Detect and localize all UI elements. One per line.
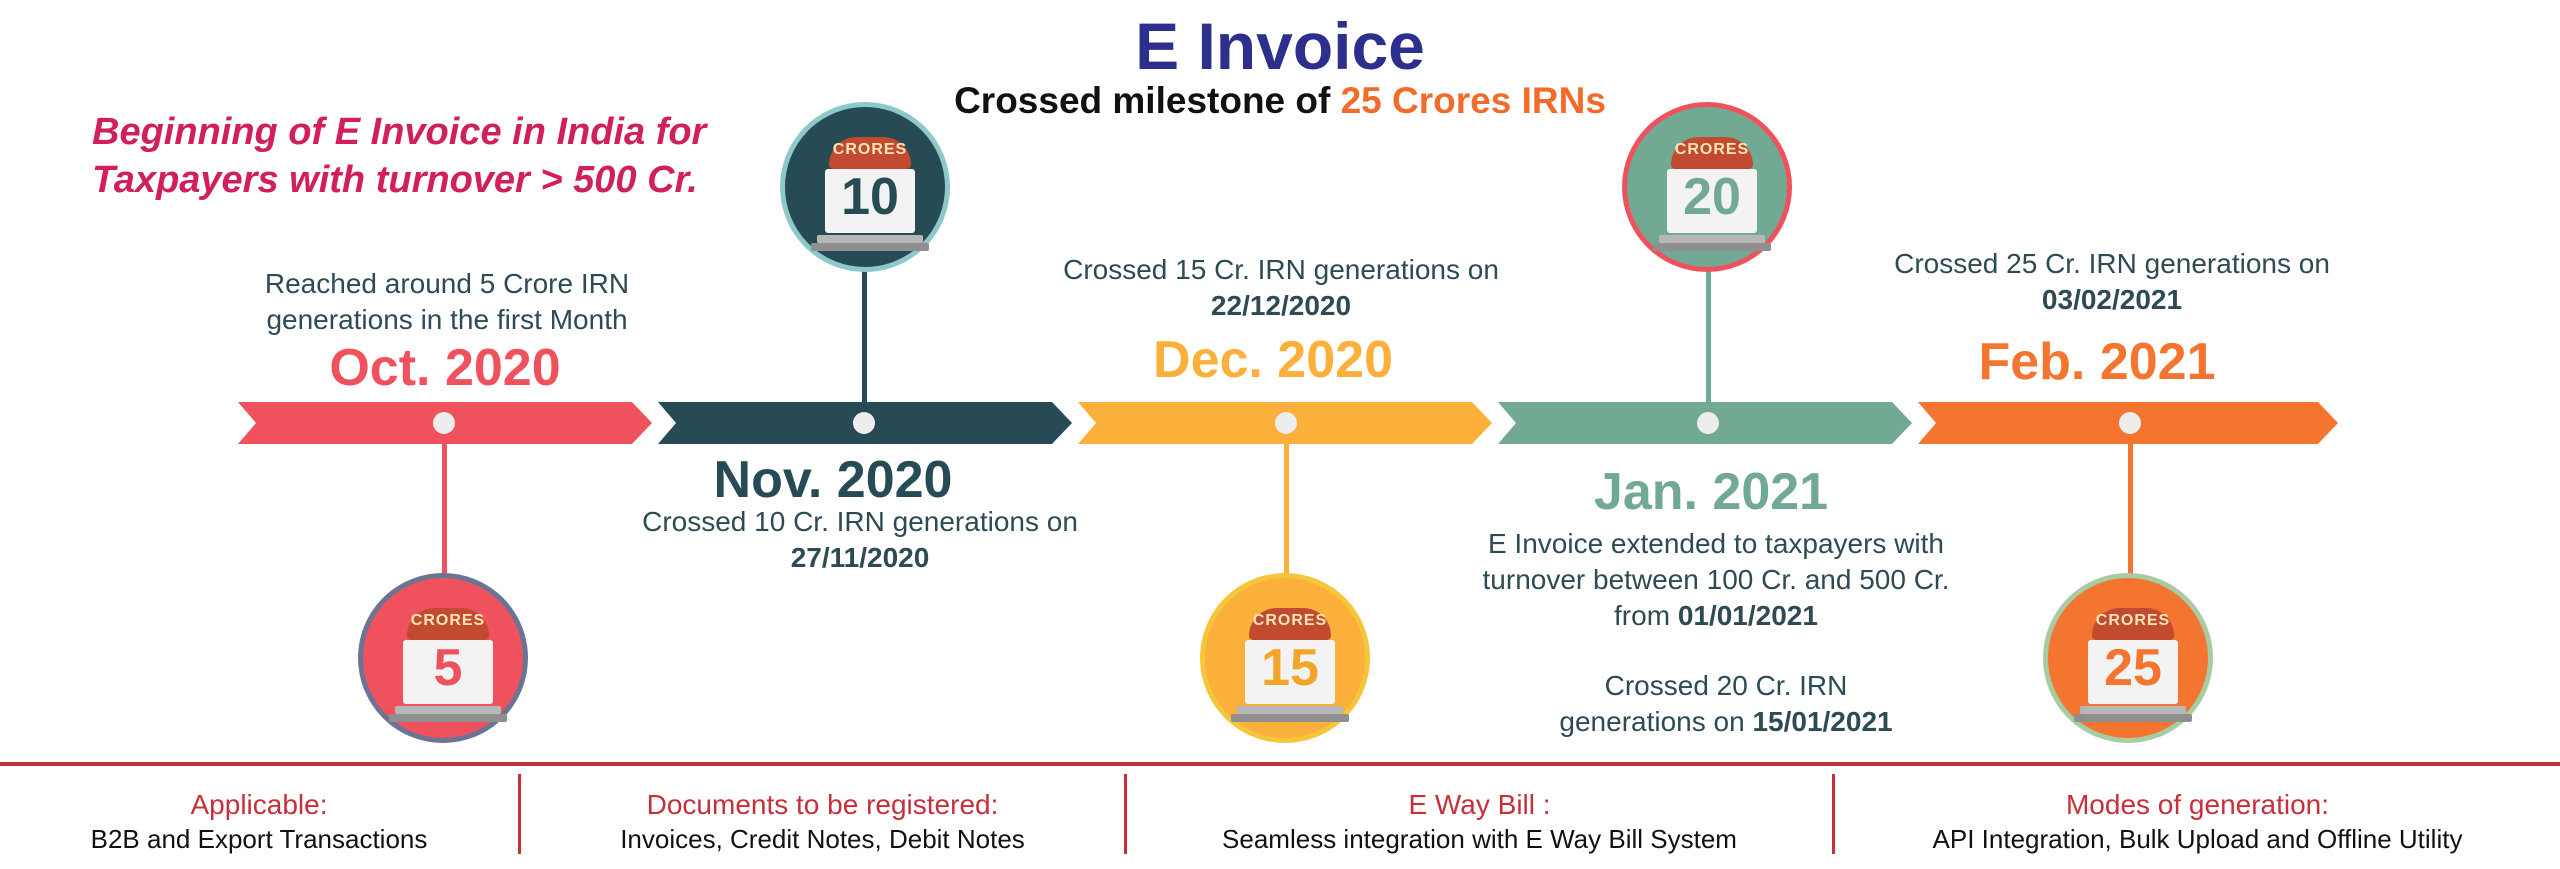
timeline-dot-oct: [433, 412, 455, 434]
connector-feb: [2128, 423, 2133, 575]
milestone-oct-description: Reached around 5 Crore IRN generations i…: [197, 266, 697, 338]
milestone-feb-desc-line1: Crossed 25 Cr. IRN generations on: [1894, 248, 2330, 279]
timeline-dot-dec: [1275, 412, 1297, 434]
milestone-jan-extra: Crossed 20 Cr. IRN generations on 15/01/…: [1456, 668, 1996, 740]
calendar-icon-20: CRORES 20: [1622, 102, 1792, 272]
crores-count: 15: [1261, 639, 1319, 697]
milestone-jan-desc-line3: from 01/01/2021: [1614, 600, 1818, 631]
milestone-nov-date: 27/11/2020: [790, 542, 930, 573]
milestone-feb-month: Feb. 2021: [1978, 333, 2216, 391]
footer-eway-bill: E Way Bill : Seamless integration with E…: [1127, 788, 1832, 856]
crores-count: 25: [2104, 639, 2162, 697]
page-title: E Invoice: [1135, 9, 1425, 83]
timeline-dot-feb: [2119, 412, 2141, 434]
subtitle-highlight: 25 Crores IRNs: [1340, 80, 1606, 121]
crores-count: 20: [1683, 168, 1741, 226]
footer-text: Invoices, Credit Notes, Debit Notes: [620, 824, 1025, 854]
page-subtitle: Crossed milestone of 25 Crores IRNs: [0, 80, 2560, 122]
calendar-icon-5: CRORES 5: [358, 573, 528, 743]
milestone-oct-desc-line1: Reached around 5 Crore IRN: [264, 268, 630, 299]
milestone-nov-description: Crossed 10 Cr. IRN generations on 27/11/…: [590, 504, 1130, 576]
intro-text: Beginning of E Invoice in India for Taxp…: [92, 108, 812, 204]
footer-separator: [518, 774, 521, 854]
footer-divider: [0, 762, 2560, 766]
milestone-feb-description: Crossed 25 Cr. IRN generations on 03/02/…: [1842, 246, 2382, 318]
timeline-dot-jan: [1697, 412, 1719, 434]
milestone-oct-desc-line2: generations in the first Month: [266, 304, 628, 335]
footer-heading: Documents to be registered:: [646, 789, 999, 820]
milestone-dec-date: 22/12/2020: [1210, 290, 1352, 321]
milestone-dec-description: Crossed 15 Cr. IRN generations on 22/12/…: [1011, 252, 1551, 324]
footer-text: Seamless integration with E Way Bill Sys…: [1222, 824, 1737, 854]
milestone-feb-date: 03/02/2021: [2041, 284, 2183, 315]
connector-nov: [862, 270, 867, 423]
subtitle-prefix: Crossed milestone of: [954, 80, 1341, 121]
footer-text: B2B and Export Transactions: [90, 824, 428, 854]
milestone-jan-extra-line2: generations on 15/01/2021: [1559, 706, 1893, 737]
footer-text: API Integration, Bulk Upload and Offline…: [1932, 824, 2463, 854]
footer-heading: E Way Bill :: [1408, 789, 1551, 820]
crores-badge-label: CRORES: [832, 141, 908, 158]
crores-badge-label: CRORES: [1252, 612, 1328, 629]
footer-heading: Applicable:: [190, 789, 328, 820]
milestone-dec-desc-line1: Crossed 15 Cr. IRN generations on: [1063, 254, 1499, 285]
milestone-dec-month: Dec. 2020: [1153, 331, 1393, 389]
milestone-nov-desc-line1: Crossed 10 Cr. IRN generations on: [642, 506, 1078, 537]
calendar-icon-15: CRORES 15: [1200, 573, 1370, 743]
crores-badge-label: CRORES: [410, 612, 486, 629]
milestone-jan-month: Jan. 2021: [1593, 463, 1829, 521]
footer-separator: [1832, 774, 1835, 854]
footer-modes: Modes of generation: API Integration, Bu…: [1835, 788, 2560, 856]
footer-separator: [1124, 774, 1127, 854]
crores-badge-label: CRORES: [2095, 612, 2171, 629]
intro-line-1: Beginning of E Invoice in India for: [92, 111, 707, 153]
connector-oct: [442, 423, 447, 575]
connector-dec: [1284, 423, 1289, 575]
connector-jan: [1706, 270, 1711, 423]
footer-documents: Documents to be registered: Invoices, Cr…: [521, 788, 1124, 856]
milestone-jan-desc-line1: E Invoice extended to taxpayers with: [1487, 528, 1945, 559]
footer-applicable: Applicable: B2B and Export Transactions: [0, 788, 518, 856]
milestone-oct-month: Oct. 2020: [329, 339, 561, 397]
milestone-jan-description: E Invoice extended to taxpayers with tur…: [1446, 526, 1986, 634]
crores-count: 10: [841, 168, 899, 226]
milestone-jan-desc-line2: turnover between 100 Cr. and 500 Cr.: [1482, 564, 1950, 595]
calendar-icon-25: CRORES 25: [2043, 573, 2213, 743]
intro-line-2: Taxpayers with turnover > 500 Cr.: [92, 159, 698, 201]
milestone-nov-month: Nov. 2020: [713, 451, 953, 509]
calendar-icon-10: CRORES 10: [780, 102, 950, 272]
milestone-jan-extra-line1: Crossed 20 Cr. IRN: [1604, 670, 1848, 701]
timeline-dot-nov: [853, 412, 875, 434]
crores-badge-label: CRORES: [1674, 141, 1750, 158]
crores-count: 5: [433, 639, 463, 697]
footer-heading: Modes of generation:: [2065, 789, 2330, 820]
